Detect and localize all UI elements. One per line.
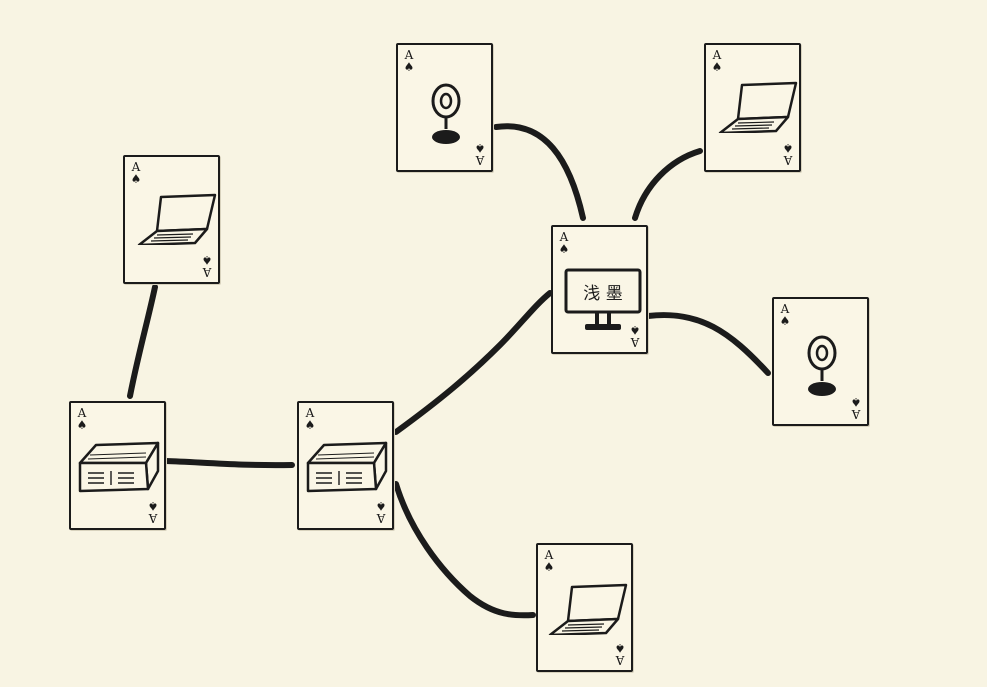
card-corner-top: A♠ xyxy=(403,49,415,74)
spade-icon: ♠ xyxy=(403,60,415,74)
monitor-icon: 浅 墨 xyxy=(564,268,642,330)
spade-icon: ♠ xyxy=(614,641,626,655)
spade-icon: ♠ xyxy=(782,141,794,155)
card-corner-bottom: A♠ xyxy=(850,395,862,421)
card-monitor-center: A♠ 浅 墨 A♠ xyxy=(551,225,648,354)
laptop-icon xyxy=(718,81,798,133)
laptop-icon xyxy=(548,583,628,635)
card-webcam-top: A♠ A♠ xyxy=(396,43,493,172)
spade-icon: ♠ xyxy=(558,242,570,256)
card-corner-top: A♠ xyxy=(304,407,316,432)
monitor-screen-text: 浅 墨 xyxy=(583,284,622,304)
spade-icon: ♠ xyxy=(543,560,555,574)
card-corner-bottom: A♠ xyxy=(375,499,387,525)
card-corner-bottom: A♠ xyxy=(614,641,626,667)
card-rank: A xyxy=(544,548,554,562)
card-rank: A xyxy=(148,511,158,525)
card-rank: A xyxy=(712,48,722,62)
spade-icon: ♠ xyxy=(304,418,316,432)
card-switch-left: A♠ A♠ xyxy=(69,401,166,530)
spade-icon: ♠ xyxy=(779,314,791,328)
card-corner-top: A♠ xyxy=(76,407,88,432)
card-laptop-left: A♠ A♠ xyxy=(123,155,220,284)
card-rank: A xyxy=(131,160,141,174)
link-switch-center-to-monitor xyxy=(393,290,553,435)
card-rank: A xyxy=(630,335,640,349)
spade-icon: ♠ xyxy=(711,60,723,74)
card-rank: A xyxy=(404,48,414,62)
card-rank: A xyxy=(783,153,793,167)
card-laptop-top-right: A♠ A♠ xyxy=(704,43,801,172)
spade-icon: ♠ xyxy=(850,395,862,409)
card-corner-top: A♠ xyxy=(779,303,791,328)
card-corner-bottom: A♠ xyxy=(201,253,213,279)
card-corner-bottom: A♠ xyxy=(782,141,794,167)
switch-icon xyxy=(78,441,160,493)
card-rank: A xyxy=(305,406,315,420)
link-laptop-left-to-switch-left xyxy=(127,284,158,399)
card-rank: A xyxy=(376,511,386,525)
card-switch-center: A♠ A♠ xyxy=(297,401,394,530)
link-switch-left-to-switch-center xyxy=(163,458,295,469)
card-corner-bottom: A♠ xyxy=(147,499,159,525)
webcam-icon xyxy=(807,335,837,396)
card-webcam-right: A♠ A♠ xyxy=(772,297,869,426)
card-laptop-bottom: A♠ A♠ xyxy=(536,543,633,672)
link-laptop-top-right-to-monitor xyxy=(632,148,703,221)
spade-icon: ♠ xyxy=(147,499,159,513)
card-corner-bottom: A♠ xyxy=(629,323,641,349)
laptop-icon xyxy=(137,193,217,245)
spade-icon: ♠ xyxy=(629,323,641,337)
spade-icon: ♠ xyxy=(474,141,486,155)
card-rank: A xyxy=(475,153,485,167)
link-switch-center-to-laptop-bottom xyxy=(393,481,536,619)
card-rank: A xyxy=(77,406,87,420)
switch-icon xyxy=(306,441,388,493)
spade-icon: ♠ xyxy=(201,253,213,267)
card-corner-top: A♠ xyxy=(558,231,570,256)
link-webcam-top-to-monitor xyxy=(493,123,586,221)
card-corner-top: A♠ xyxy=(130,161,142,186)
webcam-icon xyxy=(431,83,461,144)
card-corner-top: A♠ xyxy=(543,549,555,574)
spade-icon: ♠ xyxy=(76,418,88,432)
card-rank: A xyxy=(615,653,625,667)
card-rank: A xyxy=(780,302,790,316)
card-corner-bottom: A♠ xyxy=(474,141,486,167)
card-rank: A xyxy=(559,230,569,244)
link-monitor-to-webcam-right xyxy=(645,312,771,376)
card-rank: A xyxy=(851,407,861,421)
spade-icon: ♠ xyxy=(130,172,142,186)
spade-icon: ♠ xyxy=(375,499,387,513)
card-rank: A xyxy=(202,265,212,279)
card-corner-top: A♠ xyxy=(711,49,723,74)
